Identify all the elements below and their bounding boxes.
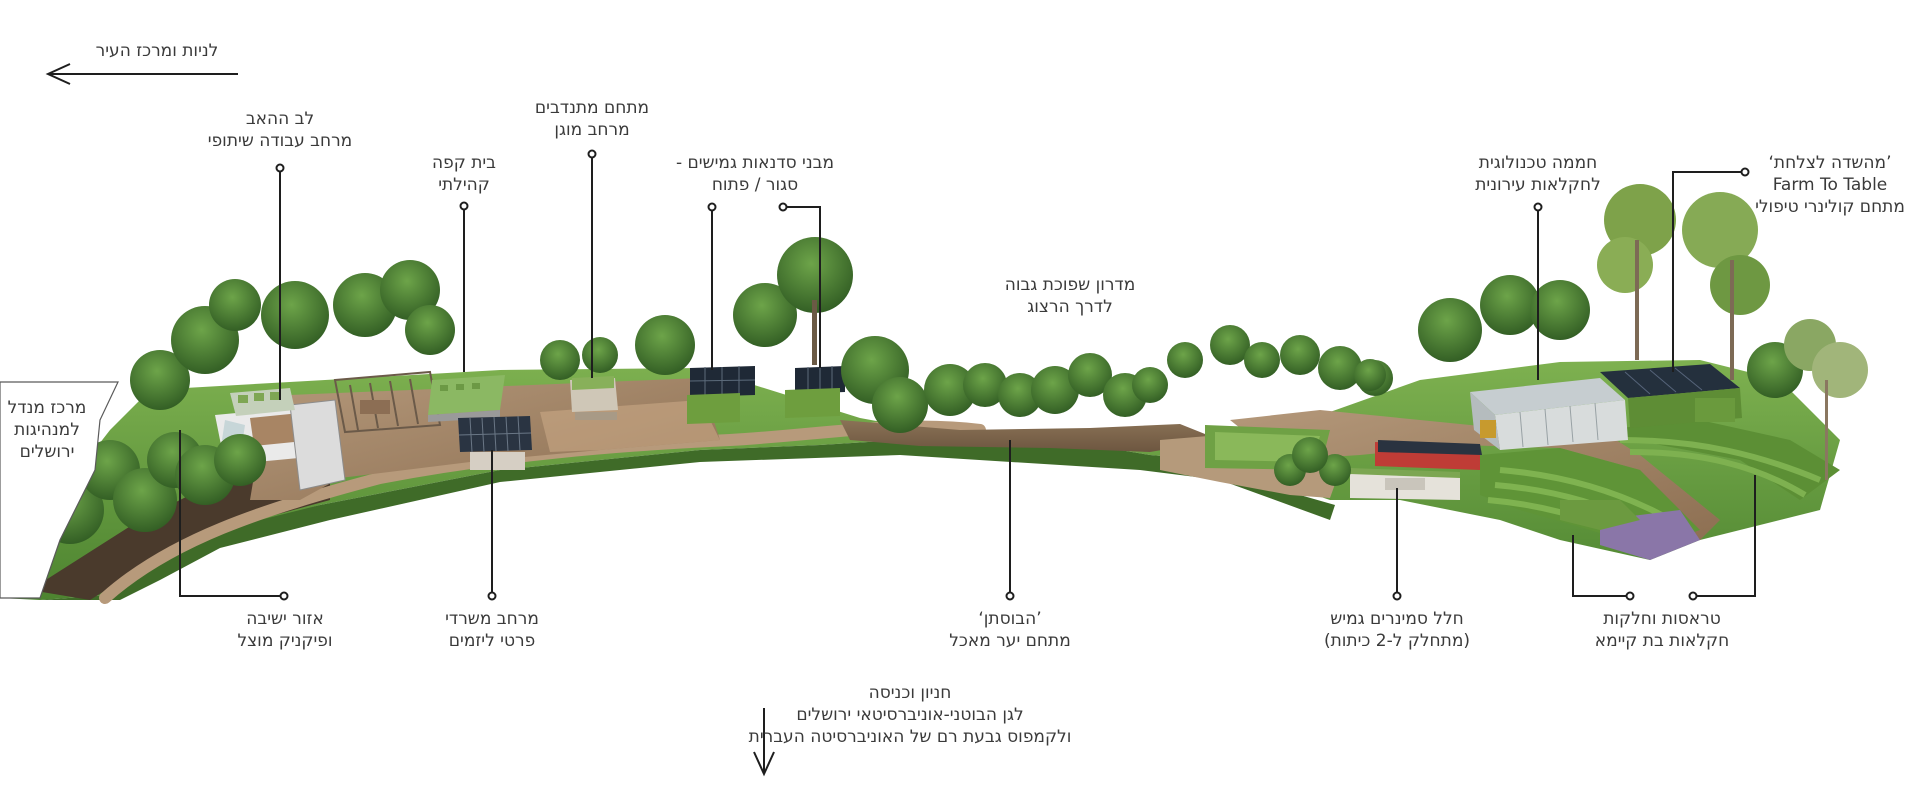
label-farm-to-table-line3: מתחם קולינרי טיפולי [1755, 197, 1905, 217]
label-terraces: טראסות וחלקות חקלאות בת קיימא [1572, 608, 1752, 652]
label-greenhouse-line1: חממה טכנולוגית [1478, 153, 1598, 173]
label-cafe: בית קפה קהילתי [409, 152, 519, 196]
workshop-building-2 [785, 366, 845, 418]
label-food-forest-line1: ’הבוסתן‘ [978, 609, 1042, 629]
cafe-building [428, 375, 505, 422]
label-farm-to-table: ’מהשדה לצלחת‘ Farm To Table מתחם קולינרי… [1745, 152, 1915, 218]
label-parking-line3: ולקמפוס גבעת רם של האוניברסיטה העברית [748, 727, 1072, 747]
label-volunteers-line2: מרחב מוגן [554, 120, 630, 140]
label-farm-to-table-line1: ’מהשדה לצלחת‘ [1768, 153, 1892, 173]
site-edge-left [0, 381, 119, 599]
label-mandel-line1: מרכז מנדל [7, 398, 87, 418]
greenhouse-building [1470, 378, 1628, 450]
workshop-building-1 [687, 366, 756, 424]
label-slope-line1: מדרון שפוכת גבוה [1004, 275, 1136, 295]
label-slope-line2: לדרך הרצוג [1027, 297, 1113, 317]
label-seminar-line2: (מתחלק ל-2 כיתות) [1323, 631, 1471, 651]
label-terraces-line1: טראסות וחלקות [1603, 609, 1721, 629]
label-mandel-line3: ירושלים [19, 442, 75, 462]
volunteers-building [570, 376, 618, 420]
label-office-line1: מרחב משרדי [445, 609, 539, 629]
label-seating-line2: ופיקניק מוצל [237, 631, 333, 651]
label-food-forest: ’הבוסתן‘ מתחם יער מאכל [920, 608, 1100, 652]
label-office: מרחב משרדי פרטי ליזמים [417, 608, 567, 652]
label-volunteers: מתחם מתנדבים מרחב מוגן [512, 97, 672, 141]
trees [36, 184, 1868, 544]
label-parking-line1: חניון וכניסה [868, 683, 952, 703]
label-greenhouse: חממה טכנולוגית לחקלאות עירונית [1453, 152, 1623, 196]
label-workshops-line1: מבני סדנאות גמישים - [675, 153, 835, 173]
label-slope: מדרון שפוכת גבוה לדרך הרצוג [970, 274, 1170, 318]
label-cafe-line2: קהילתי [438, 175, 490, 195]
label-city-center: לניות ומרכז העיר [82, 40, 232, 62]
label-workshops: מבני סדנאות גמישים - סגור / פתוח [655, 152, 855, 196]
label-hub-line1: לב ההאב [245, 109, 315, 129]
seminar-building [1350, 440, 1482, 500]
pergola [333, 370, 442, 434]
label-parking-line2: לגן הבוטני-אוניברסיטאי ירושלים [796, 705, 1024, 725]
label-city-center-line1: לניות ומרכז העיר [95, 41, 219, 61]
label-farm-to-table-line2: Farm To Table [1772, 175, 1888, 195]
label-office-line2: פרטי ליזמים [448, 631, 536, 651]
label-workshops-line2: סגור / פתוח [711, 175, 799, 195]
leader-lines [179, 149, 1756, 601]
label-greenhouse-line2: לחקלאות עירונית [1475, 175, 1601, 195]
buildings [215, 364, 1742, 500]
label-volunteers-line1: מתחם מתנדבים [534, 98, 650, 118]
south-arrow [753, 708, 775, 777]
label-hub-line2: מרחב עבודה שיתופי [207, 131, 353, 151]
farm-to-table-building [1600, 364, 1742, 428]
label-seminar: חלל סמינרים גמיש (מתחלק ל-2 כיתות) [1307, 608, 1487, 652]
label-food-forest-line2: מתחם יער מאכל [949, 631, 1071, 651]
label-terraces-line2: חקלאות בת קיימא [1594, 631, 1730, 651]
label-seminar-line1: חלל סמינרים גמיש [1330, 609, 1464, 629]
office-building [458, 415, 532, 470]
label-mandel-line2: למנהיגות [14, 420, 80, 440]
label-mandel-center: מרכז מנדל למנהיגות ירושלים [2, 397, 92, 463]
label-hub: לב ההאב מרחב עבודה שיתופי [180, 108, 380, 152]
label-parking: חניון וכניסה לגן הבוטני-אוניברסיטאי ירוש… [720, 682, 1100, 748]
label-seating-line1: אזור ישיבה [246, 609, 324, 629]
label-seating: אזור ישיבה ופיקניק מוצל [210, 608, 360, 652]
north-arrow [45, 63, 238, 85]
label-cafe-line1: בית קפה [432, 153, 496, 173]
